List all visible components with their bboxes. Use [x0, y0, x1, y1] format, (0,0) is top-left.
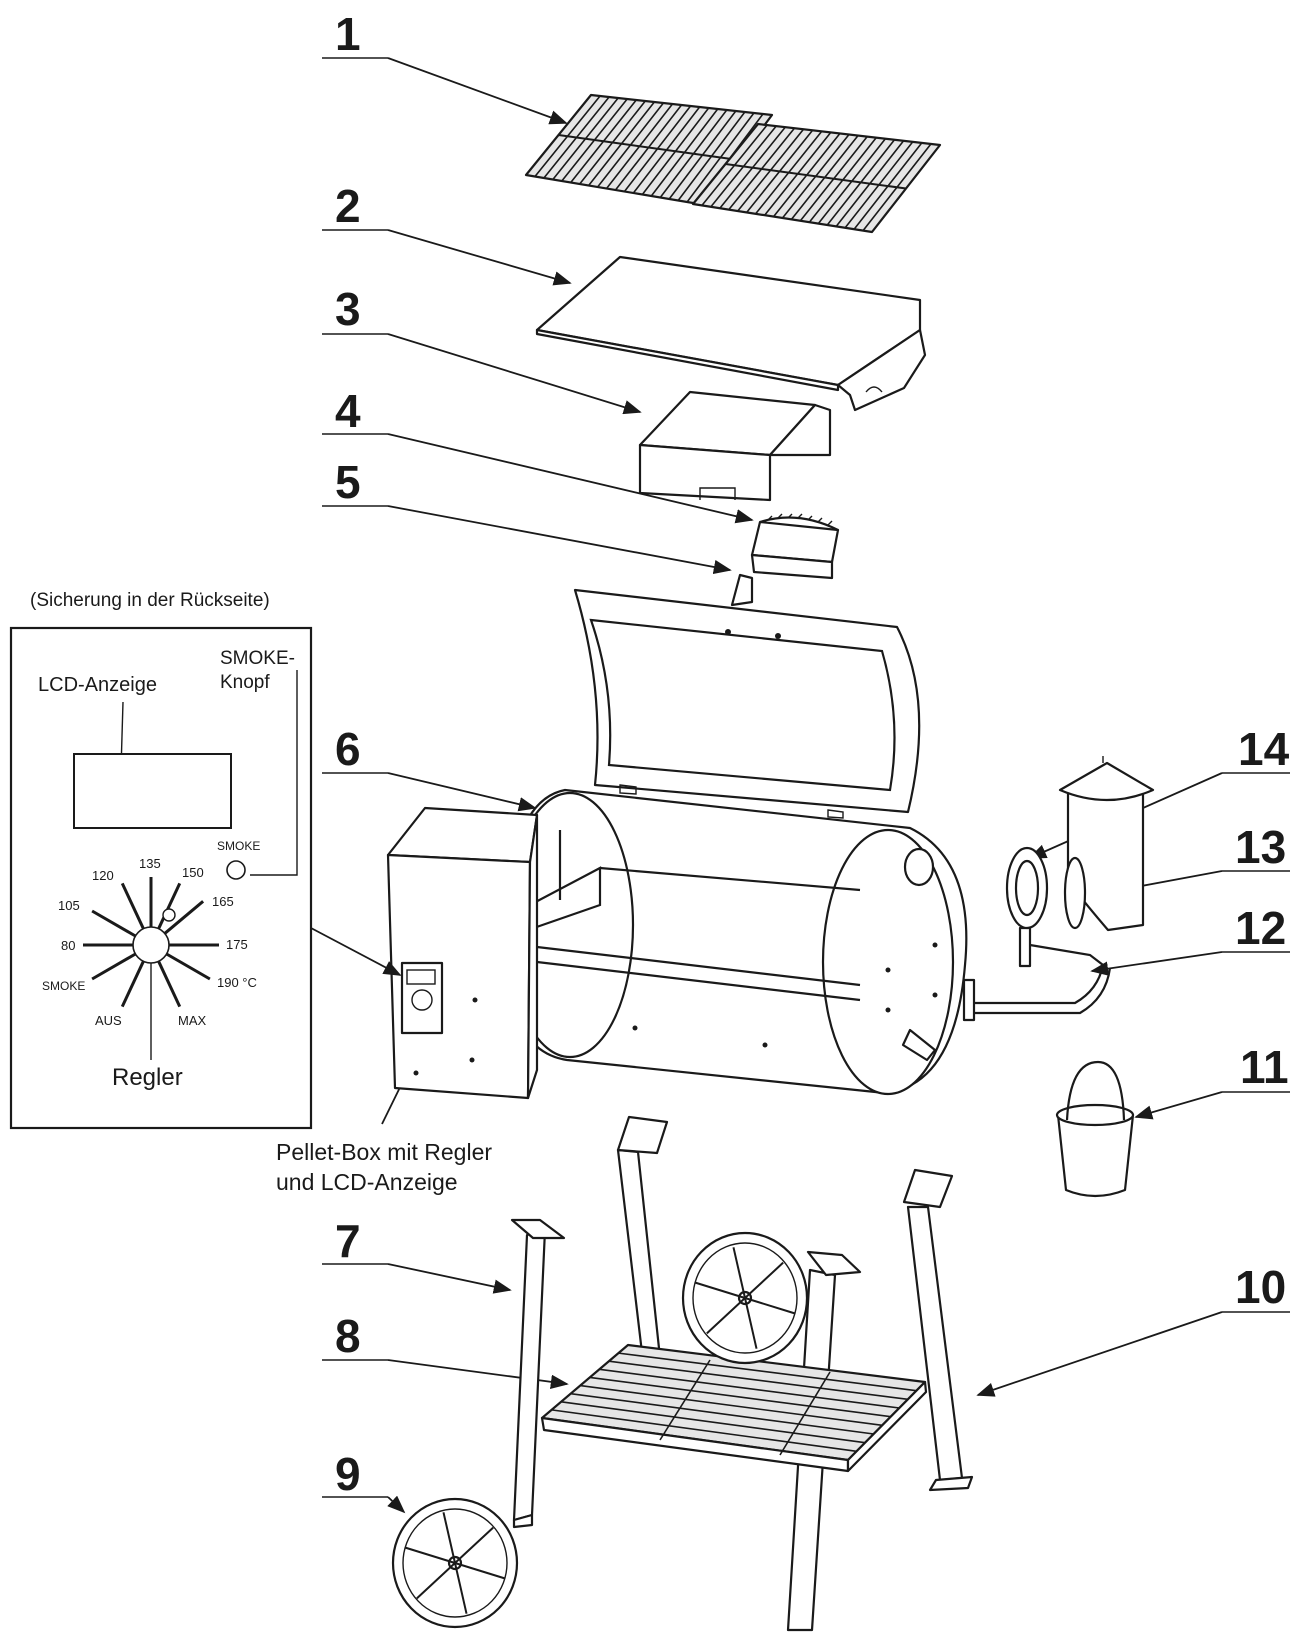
svg-text:10: 10: [1235, 1261, 1286, 1313]
smoke-button-small: SMOKE: [217, 839, 260, 853]
leg-back-right: [902, 1168, 974, 1492]
chimney: [1058, 756, 1155, 932]
cooking-grate-left: [524, 93, 774, 207]
svg-text:5: 5: [335, 456, 361, 508]
side-handle: [962, 926, 1112, 1022]
part-number-5: 5: [322, 456, 388, 508]
svg-text:135: 135: [139, 856, 161, 871]
part-number-14: 14: [1222, 723, 1290, 775]
svg-text:8: 8: [335, 1310, 361, 1362]
svg-text:175: 175: [226, 937, 248, 952]
svg-text:13: 13: [1235, 821, 1286, 873]
lcd-display: [73, 753, 232, 829]
part-number-3: 3: [322, 283, 388, 335]
wheel-front: [391, 1497, 519, 1629]
part-number-9: 9: [322, 1448, 388, 1500]
leg-back-left: [616, 1115, 669, 1397]
temperature-dial: 120 135 150 165 105 80 175 SMOKE 190 °C …: [42, 856, 257, 1060]
leg-front-left: [510, 1218, 566, 1529]
part-number-10: 10: [1222, 1261, 1290, 1313]
svg-text:7: 7: [335, 1215, 361, 1267]
pellet-box: [386, 806, 539, 1100]
svg-text:165: 165: [212, 894, 234, 909]
bottom-shelf: [540, 1343, 928, 1473]
chimney-gasket: [1005, 846, 1049, 930]
svg-text:2: 2: [335, 180, 361, 232]
part-number-2: 2: [322, 180, 388, 232]
regler-label: Regler: [112, 1064, 183, 1091]
svg-text:105: 105: [58, 898, 80, 913]
part-number-7: 7: [322, 1215, 388, 1267]
svg-text:MAX: MAX: [178, 1013, 207, 1028]
part-number-8: 8: [322, 1310, 388, 1362]
part-number-12: 12: [1222, 902, 1290, 954]
pellet-box-label-line1: Pellet-Box mit Regler: [276, 1139, 492, 1165]
grill-barrel: [503, 784, 968, 1096]
svg-text:190 °C: 190 °C: [217, 975, 257, 990]
svg-text:SMOKE: SMOKE: [42, 979, 85, 993]
smoke-button-label: SMOKE-: [220, 648, 295, 669]
heat-baffle: [638, 390, 832, 502]
controller-inset: LCD-Anzeige SMOKE- Knopf SMOKE 120 135 1…: [9, 626, 313, 1130]
svg-text:80: 80: [61, 938, 75, 953]
svg-text:120: 120: [92, 868, 114, 883]
part-number-4: 4: [322, 385, 388, 437]
svg-text:6: 6: [335, 723, 361, 775]
drip-pan: [535, 255, 927, 412]
part-number-1: 1: [322, 8, 388, 60]
svg-text:9: 9: [335, 1448, 361, 1500]
svg-text:150: 150: [182, 865, 204, 880]
svg-text:1: 1: [335, 8, 361, 60]
smoke-button-label-2: Knopf: [220, 672, 270, 693]
cooking-grate-right: [691, 122, 942, 234]
pellet-box-label-line2: und LCD-Anzeige: [276, 1169, 458, 1195]
wheel-back: [681, 1231, 809, 1365]
bracket: [730, 573, 754, 607]
part-number-13: 13: [1222, 821, 1290, 873]
svg-text:AUS: AUS: [95, 1013, 122, 1028]
fuse-note: (Sicherung in der Rückseite): [30, 590, 270, 611]
lcd-display-label: LCD-Anzeige: [38, 674, 157, 696]
svg-text:14: 14: [1238, 723, 1290, 775]
part-number-11: 11: [1222, 1041, 1290, 1093]
svg-text:11: 11: [1240, 1041, 1289, 1093]
svg-text:12: 12: [1235, 902, 1286, 954]
part-number-6: 6: [322, 723, 388, 775]
grease-bucket: [1055, 1060, 1135, 1198]
svg-text:4: 4: [335, 385, 361, 437]
fire-pot: [750, 513, 840, 580]
svg-text:3: 3: [335, 283, 361, 335]
grill-lid: [573, 588, 921, 814]
smoke-button: [226, 860, 246, 880]
